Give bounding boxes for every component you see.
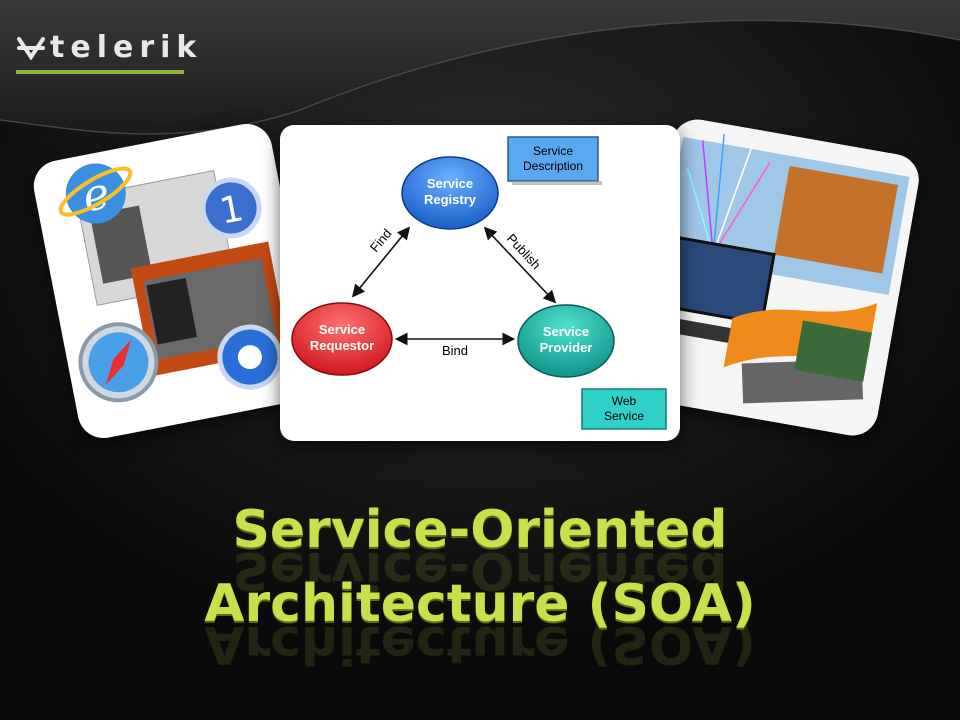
- fiber-optics-icon: [686, 133, 771, 255]
- slide-title-line2: Architecture (SOA): [204, 574, 756, 634]
- service-description-line1: Service: [533, 144, 573, 158]
- registry-line1: Service: [427, 176, 473, 191]
- service-provider-node: Service Provider: [517, 304, 615, 378]
- browser-collage-image: e 1: [29, 119, 321, 443]
- provider-line1: Service: [543, 324, 589, 339]
- slide-title-line1: Service-Oriented: [232, 500, 728, 560]
- service-description-box: Service Description: [507, 136, 602, 185]
- service-requestor-node: Service Requestor: [291, 302, 393, 376]
- quicktime-icon: 1: [200, 177, 262, 239]
- telerik-logo-icon: [17, 37, 45, 60]
- publish-label: Publish: [504, 231, 544, 272]
- publish-arrow: [483, 226, 557, 304]
- brand-logo-text: telerik: [50, 30, 203, 65]
- brand-underline: [16, 70, 184, 74]
- registry-line2: Registry: [424, 192, 477, 207]
- service-registry-node: Service Registry: [401, 156, 499, 230]
- technology-collage-image: [627, 115, 923, 440]
- find-arrow: [351, 226, 411, 298]
- safari-compass-icon: [78, 322, 159, 403]
- requestor-line1: Service: [319, 322, 365, 337]
- bind-label: Bind: [442, 343, 468, 358]
- provider-line2: Provider: [540, 340, 593, 355]
- internet-explorer-icon: e: [58, 163, 133, 224]
- soa-diagram: Service Description Web Service Find Pub…: [280, 125, 680, 441]
- service-description-line2: Description: [523, 159, 583, 173]
- web-service-line2: Service: [604, 409, 644, 423]
- quicktime-q-icon: [217, 324, 283, 390]
- requestor-line2: Requestor: [310, 338, 374, 353]
- web-service-line1: Web: [612, 394, 637, 408]
- web-service-box: Web Service: [581, 388, 667, 430]
